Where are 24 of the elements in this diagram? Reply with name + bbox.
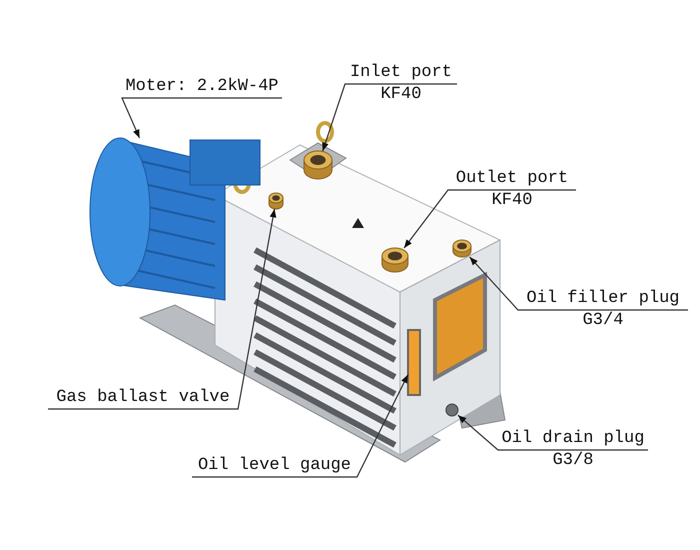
leader-line [192,374,409,478]
part-label: Outlet port [454,168,570,190]
part-label: Oil level gauge [192,455,357,477]
leader-line [322,83,457,152]
inlet-port-icon [304,150,332,180]
spec-label: G3/4 [582,310,624,332]
spec-label: KF40 [380,84,422,106]
motor-drawing [90,138,260,301]
leader-line [121,97,282,138]
spec-label: KF40 [490,190,534,212]
outlet-port-icon [382,248,408,272]
sight-gauge-icon [407,329,421,396]
leader-line [404,189,576,248]
leader-line [469,256,688,311]
part-label: Gas ballast valve [48,387,238,409]
part-label: Oil drain plug [500,428,646,450]
filler-plug-icon [452,240,472,258]
part-label: Oil filler plug [525,288,681,310]
part-label: Moter: 2.2kW-4P [122,76,282,98]
part-label: Inlet port [348,62,454,84]
leader-line [458,414,648,451]
leader-line [48,208,276,410]
spec-label: G3/8 [552,450,594,472]
valve-icon [268,192,284,210]
